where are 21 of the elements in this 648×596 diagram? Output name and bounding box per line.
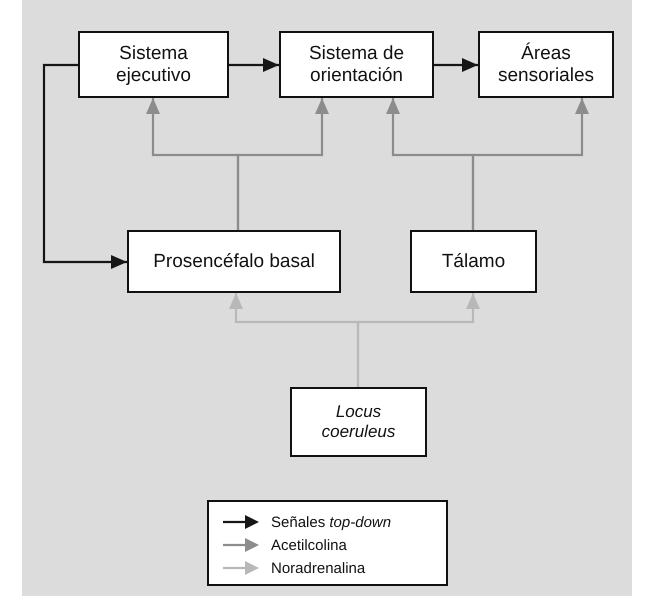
arrow — [42, 64, 127, 269]
process-box — [290, 387, 427, 457]
node-label: Áreas sensoriales — [496, 42, 596, 86]
process-box — [78, 31, 229, 98]
legend-label: Acetilcolina — [271, 536, 347, 554]
node-label: Prosencéfalo basal — [153, 250, 315, 272]
node-label: Sistema de orientación — [308, 42, 406, 86]
arrow — [386, 98, 474, 230]
arrow — [229, 293, 360, 387]
process-box — [478, 31, 614, 98]
process-box — [127, 230, 341, 293]
node-label: Locus coeruleus — [320, 402, 396, 442]
arrow — [229, 58, 279, 72]
legend-label: Señales top-down — [271, 514, 392, 530]
process-box — [410, 230, 537, 293]
legend-label: Noradrenalina — [271, 560, 366, 576]
node-label: Tálamo — [442, 250, 506, 272]
node-label: Sistema ejecutivo — [115, 42, 192, 86]
arrow — [434, 58, 478, 72]
process-box — [279, 31, 434, 98]
arrow — [146, 98, 240, 230]
